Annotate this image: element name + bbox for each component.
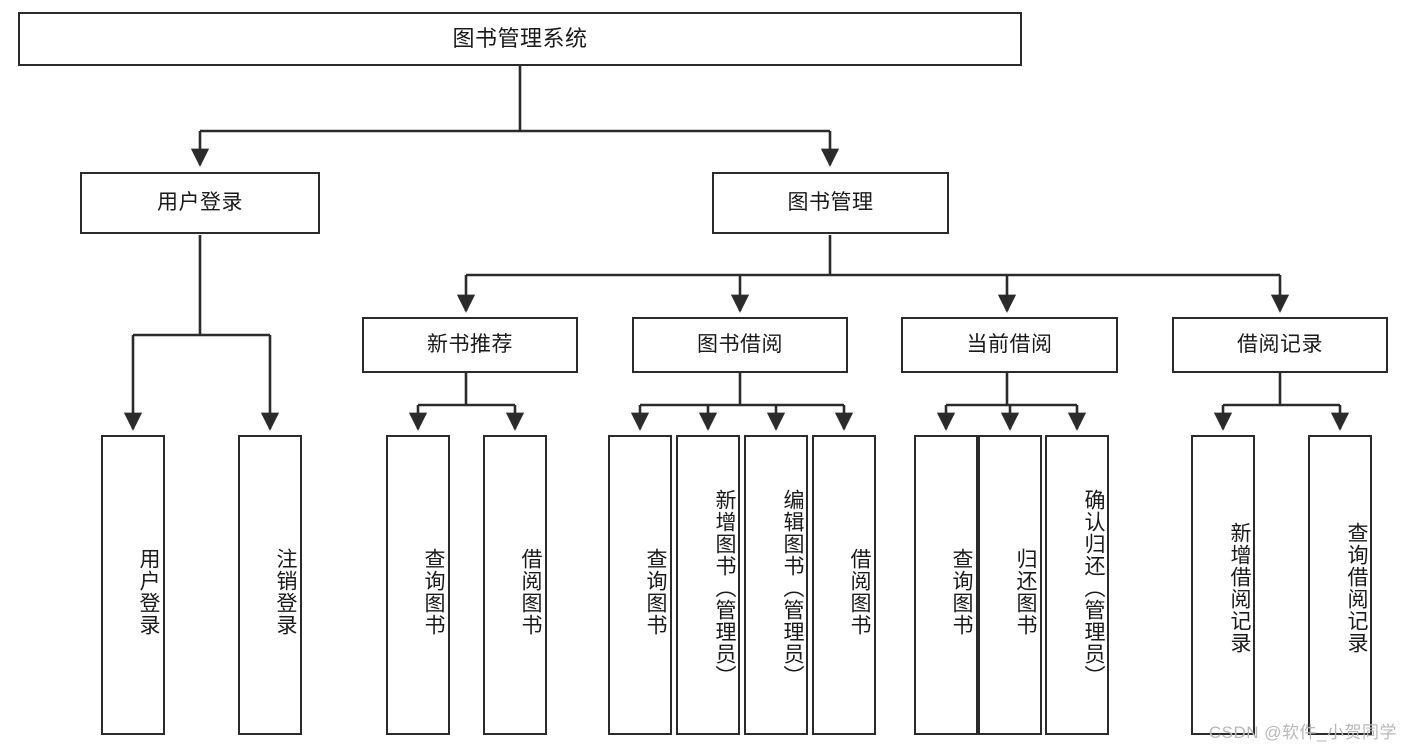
node-book-management[interactable]: 图书管理 — [712, 172, 949, 234]
leaf-current-borrow-query[interactable]: 查询图书 — [914, 435, 978, 735]
leaf-current-borrow-confirm-return[interactable]: 确认归还（管理员） — [1045, 435, 1109, 735]
node-label: 借阅图书 — [519, 548, 542, 636]
leaf-book-borrow-borrow[interactable]: 借阅图书 — [812, 435, 876, 735]
node-label: 借阅记录 — [1237, 333, 1323, 357]
node-label: 新增图书（管理员） — [713, 489, 736, 687]
leaf-book-borrow-edit[interactable]: 编辑图书（管理员） — [744, 435, 808, 735]
leaf-new-book-borrow[interactable]: 借阅图书 — [483, 435, 547, 735]
leaf-new-book-query[interactable]: 查询图书 — [386, 435, 450, 735]
node-user-login[interactable]: 用户登录 — [80, 172, 320, 234]
node-label: 图书管理系统 — [452, 25, 588, 51]
node-label: 用户登录 — [157, 191, 243, 215]
leaf-book-borrow-query[interactable]: 查询图书 — [608, 435, 672, 735]
node-label: 编辑图书（管理员） — [781, 489, 804, 687]
node-root-system[interactable]: 图书管理系统 — [18, 12, 1022, 66]
node-label: 新增借阅记录 — [1228, 522, 1251, 654]
leaf-user-login-logout[interactable]: 注销登录 — [238, 435, 302, 735]
node-label: 查询图书 — [950, 548, 973, 636]
leaf-book-borrow-add[interactable]: 新增图书（管理员） — [676, 435, 740, 735]
node-new-book-recommend[interactable]: 新书推荐 — [362, 317, 578, 373]
leaf-borrow-record-add[interactable]: 新增借阅记录 — [1191, 435, 1255, 735]
leaf-user-login-login[interactable]: 用户登录 — [101, 435, 165, 735]
node-book-borrow[interactable]: 图书借阅 — [632, 317, 848, 373]
node-label: 查询借阅记录 — [1345, 522, 1368, 654]
leaf-borrow-record-query[interactable]: 查询借阅记录 — [1308, 435, 1372, 735]
node-current-borrow[interactable]: 当前借阅 — [901, 317, 1118, 373]
node-label: 图书管理 — [787, 191, 874, 215]
node-label: 归还图书 — [1014, 548, 1037, 636]
node-label: 图书借阅 — [697, 333, 783, 357]
node-label: 查询图书 — [422, 548, 445, 636]
node-label: 注销登录 — [274, 548, 297, 636]
node-borrow-record[interactable]: 借阅记录 — [1172, 317, 1388, 373]
node-label: 新书推荐 — [427, 333, 513, 357]
node-label: 借阅图书 — [848, 548, 871, 636]
node-label: 用户登录 — [137, 548, 160, 636]
node-label: 当前借阅 — [966, 333, 1053, 357]
leaf-current-borrow-return[interactable]: 归还图书 — [978, 435, 1042, 735]
node-label: 确认归还（管理员） — [1082, 489, 1105, 687]
node-label: 查询图书 — [644, 548, 667, 636]
